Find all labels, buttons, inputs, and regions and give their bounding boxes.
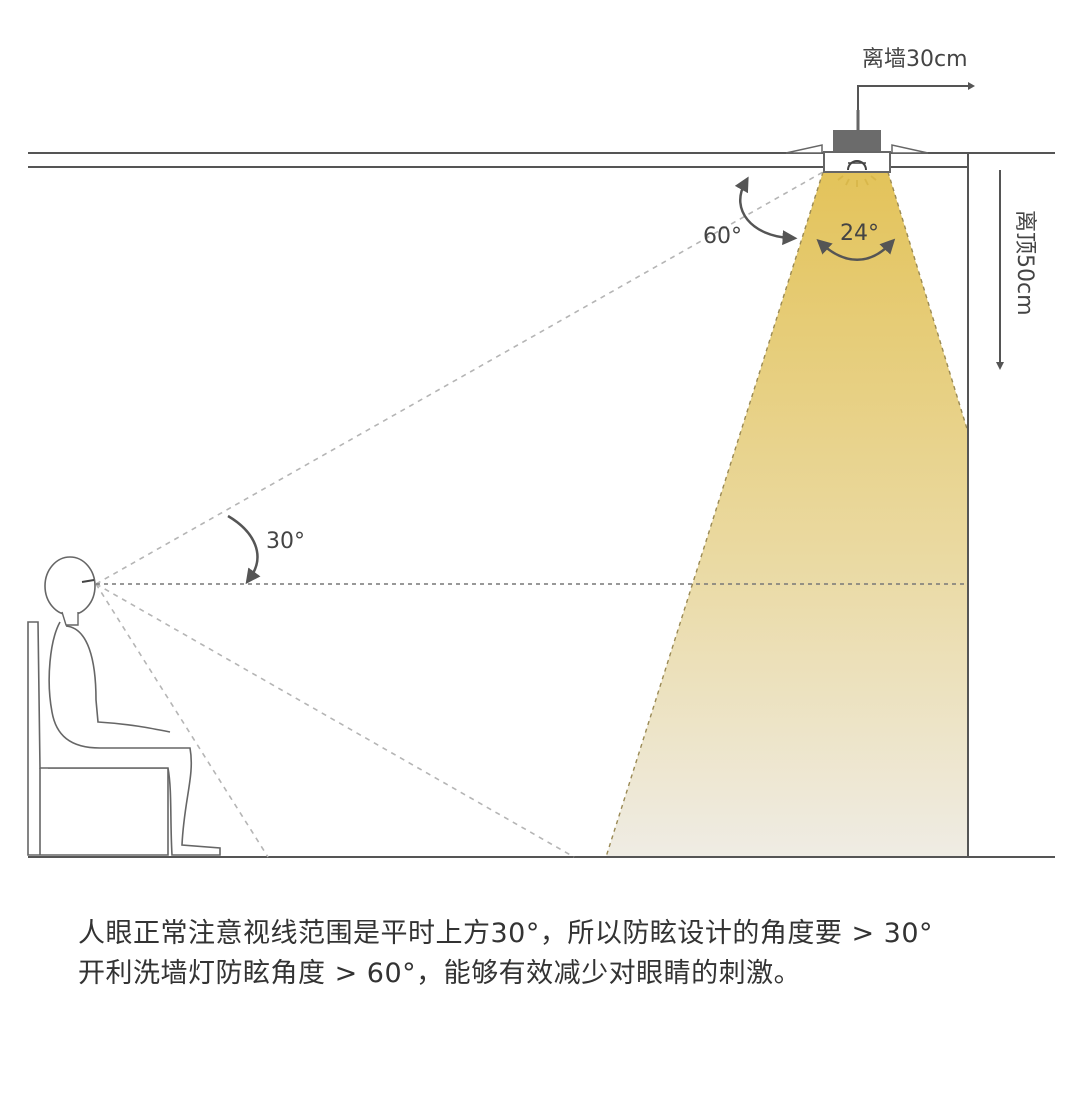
wall-washer-fixture-icon	[785, 110, 929, 187]
light-beam	[606, 172, 968, 857]
lighting-diagram: 离墙30cm 离顶50cm 30° 60° 24°	[27, 47, 1055, 858]
sight-lines	[95, 171, 824, 858]
caption-line-2: 开利洗墙灯防眩角度 > 60°，能够有效减少对眼睛的刺激。	[78, 958, 802, 989]
beam-edge-right	[887, 171, 969, 433]
wall-distance-label: 离墙30cm	[862, 47, 968, 72]
caption-line-1: 人眼正常注意视线范围是平时上方30°，所以防眩设计的角度要 > 30°	[78, 918, 933, 949]
view-angle-arc	[227, 514, 261, 585]
glare-angle-arc	[734, 176, 798, 246]
ceiling	[28, 152, 1055, 168]
ceiling-distance-label: 离顶50cm	[1012, 210, 1037, 316]
wall-distance-dimension	[857, 82, 975, 110]
ceiling-distance-dimension	[996, 170, 1004, 370]
seated-person-icon	[27, 556, 221, 856]
caption: 人眼正常注意视线范围是平时上方30°，所以防眩设计的角度要 > 30° 开利洗墙…	[78, 914, 1038, 994]
view-angle-label: 30°	[266, 529, 305, 554]
beam-angle-label: 24°	[840, 221, 879, 246]
beam-angle-arc	[816, 238, 896, 261]
glare-angle-label: 60°	[703, 224, 742, 249]
